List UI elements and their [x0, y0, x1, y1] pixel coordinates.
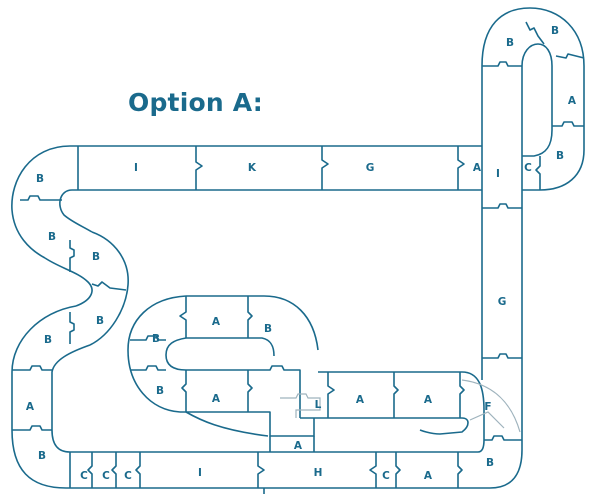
label-right-c: C [524, 162, 532, 174]
inner-right-curve-top [461, 371, 485, 411]
inner-right-curve-bottom [419, 417, 469, 435]
label-loop-b2: B [551, 25, 559, 37]
left-upper-joint [69, 312, 75, 344]
label-inner-b3: B [156, 385, 164, 397]
top-joint-2 [195, 146, 203, 190]
option-title: Option A: [128, 88, 263, 117]
inner-upper-outer [127, 295, 187, 413]
label-right-g: G [498, 296, 507, 308]
left-lower-joint-1 [12, 365, 52, 371]
label-inner-b1: B [264, 323, 272, 335]
top-left-joint [20, 195, 62, 201]
label-inner-small-a: A [294, 440, 303, 452]
label-left-b2: B [48, 231, 56, 243]
tr-loop-outer [481, 7, 585, 191]
left-s-inner-1 [89, 231, 129, 346]
label-left-b5: B [44, 334, 52, 346]
left-lower-outer [11, 305, 77, 430]
label-inner-a1: A [212, 316, 221, 328]
label-top-k: K [248, 162, 257, 174]
f-piece-arc [461, 379, 521, 433]
inner-right-joint-3 [459, 372, 465, 418]
label-left-b3: B [92, 251, 100, 263]
inner-lower-return [185, 411, 269, 437]
br-curve-outer [470, 402, 523, 489]
label-bottom-c2: C [102, 470, 110, 482]
l-piece-outline [280, 393, 321, 418]
top-left-curve-outer [11, 145, 78, 259]
bl-curve-inner [51, 429, 71, 453]
label-bottom-a: A [424, 470, 433, 482]
label-bottom-c4: C [382, 470, 390, 482]
bottom-joint-6 [369, 452, 377, 488]
label-bottom-c1: C [80, 470, 88, 482]
label-inner-b2: B [152, 333, 160, 345]
bl-curve-outer [11, 429, 67, 489]
inner-right-joint-2 [393, 372, 399, 418]
label-inner-a4: A [424, 394, 433, 406]
left-lower-inner [51, 344, 91, 430]
label-top-g: G [366, 162, 375, 174]
label-bottom-c3: C [124, 470, 132, 482]
label-bottom-i: I [198, 467, 202, 479]
right-column-joint-3 [482, 61, 522, 67]
label-inner-a3: A [356, 394, 365, 406]
label-right-b: B [556, 150, 564, 162]
tr-loop-joint-3 [552, 121, 584, 127]
track-outlines [11, 7, 585, 494]
label-inner-a2: A [212, 393, 221, 405]
inner-small-a-box [269, 436, 315, 452]
tr-loop-joint-1 [525, 21, 545, 45]
inner-joint-a2 [181, 370, 187, 412]
top-joint-4 [457, 146, 465, 190]
inner-joint-b1 [247, 296, 253, 338]
piece-labels: I K G A I C B A B B G B B B B B A B C C … [26, 25, 577, 482]
label-right-i: I [496, 168, 500, 180]
inner-joint-b-left2 [130, 365, 166, 371]
label-left-b4: B [96, 315, 104, 327]
bottom-joint-8 [457, 452, 463, 488]
right-column-joint-1 [482, 203, 522, 209]
inner-top-inner [186, 337, 275, 357]
right-column-joint-2 [482, 353, 522, 359]
top-joint-3 [321, 146, 329, 190]
f-piece-arc-2 [469, 411, 505, 429]
tr-loop-joint-2 [555, 53, 585, 59]
label-inner-l: L [315, 399, 322, 411]
inner-upper-inner [165, 337, 187, 371]
bottom-joint-7 [395, 452, 401, 488]
inner-l-connector [258, 365, 301, 418]
bottom-joint-5 [257, 452, 265, 488]
bottom-joint-4 [135, 452, 141, 488]
left-lower-joint-2 [12, 425, 52, 431]
label-left-b1: B [36, 173, 44, 185]
br-joint [484, 435, 522, 441]
left-s-joint-2 [91, 281, 127, 291]
label-corner-br: B [486, 457, 494, 469]
inner-joint-b-left [130, 335, 166, 341]
left-s-outer-1 [44, 257, 93, 307]
bottom-joint-2 [87, 452, 93, 488]
inner-joint-a2b [247, 370, 253, 412]
label-top-a: A [473, 162, 482, 174]
left-s-joint [69, 240, 75, 272]
label-loop-b1: B [506, 37, 514, 49]
label-left-a: A [26, 401, 35, 413]
tr-loop-joint-4 [535, 156, 541, 190]
label-top-i: I [134, 162, 138, 174]
label-right-a: A [568, 95, 577, 107]
inner-top-outer [186, 295, 319, 351]
label-inner-f: F [484, 401, 491, 413]
faint-outlines [280, 379, 521, 433]
bottom-joint-3 [111, 452, 117, 488]
tr-loop-inner [521, 43, 553, 157]
inner-joint-a1 [179, 296, 187, 338]
label-bottom-h: H [314, 467, 323, 479]
label-corner-bl: B [38, 450, 46, 462]
inner-right-joint-1 [327, 372, 335, 418]
top-left-curve-inner [59, 189, 93, 233]
inner-l-bottom [260, 411, 315, 437]
